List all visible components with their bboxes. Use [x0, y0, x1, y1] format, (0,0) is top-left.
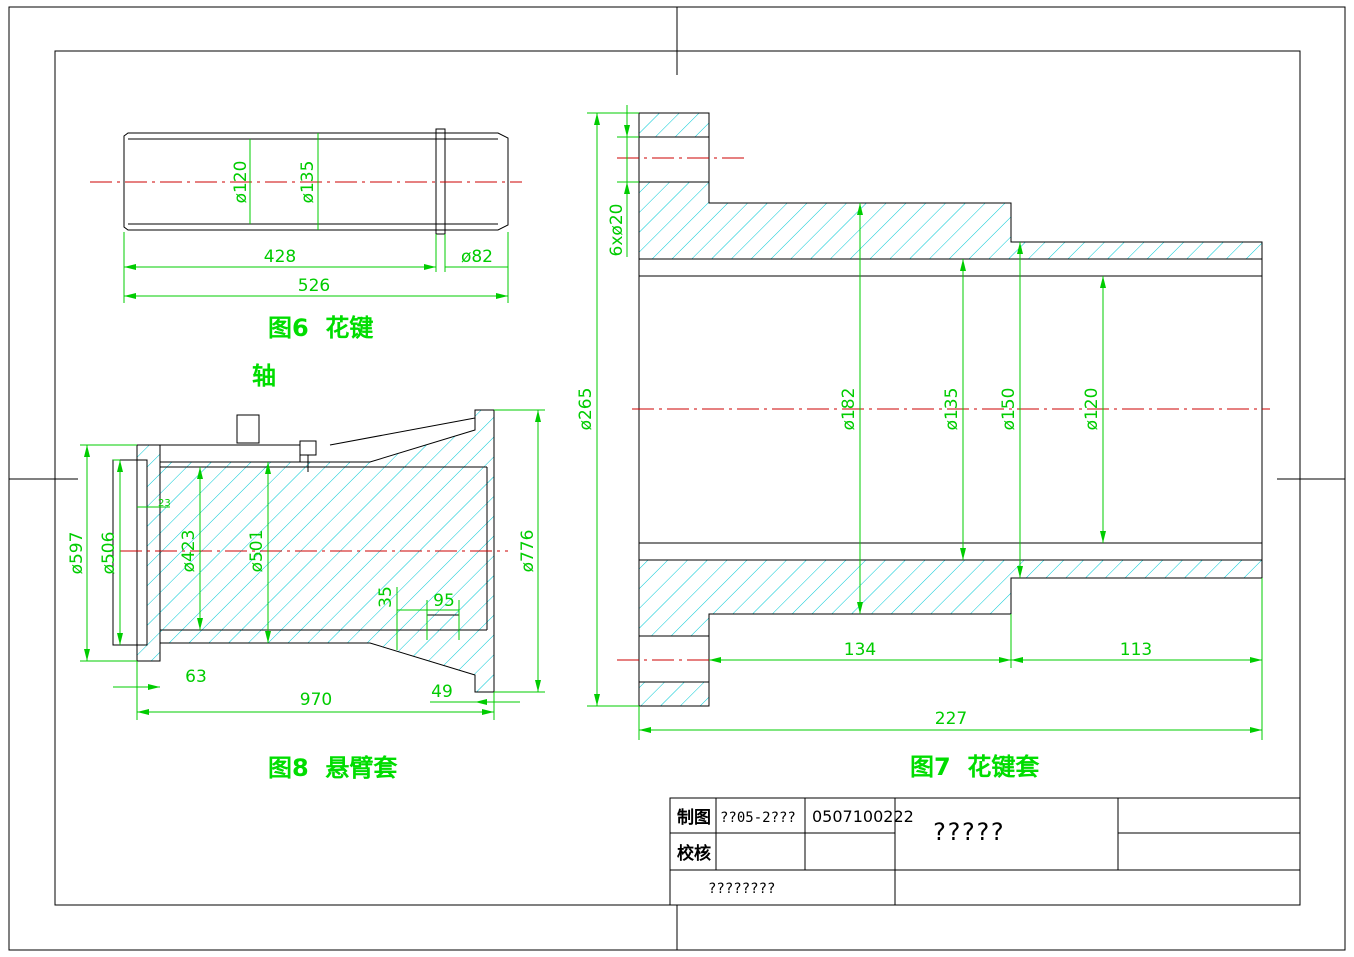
figure7-spline-sleeve: 6xø20 ø265 ø182 ø135 ø150 ø120 134 113 2…: [576, 105, 1270, 781]
tb-check-label: 校核: [677, 843, 711, 864]
fig7-dim-6xd20: 6xø20: [607, 204, 627, 257]
fig7-caption: 图7 花键套: [910, 753, 1040, 781]
fig6-caption: 图6 花键: [268, 314, 373, 342]
fig6-dim-d82: ø82: [461, 247, 493, 267]
tb-title-main: ?????: [932, 818, 1004, 846]
fig8-dim-d501: ø501: [247, 530, 267, 573]
fig7-dim-d135: ø135: [942, 388, 962, 431]
fig7-dim-d150: ø150: [999, 388, 1019, 431]
fig8-dim-63: 63: [185, 667, 207, 687]
fig7-dim-d120: ø120: [1082, 388, 1102, 431]
tb-code: 0507100222: [812, 807, 914, 826]
fig8-dim-d597: ø597: [67, 532, 87, 575]
fig7-dim-113: 113: [1120, 640, 1152, 660]
fig8-dim-d423: ø423: [179, 530, 199, 573]
title-block: 制图 ??05-2??? 0507100222 校核 ????? ???????…: [669, 797, 1301, 906]
tb-bottom-left: ????????: [708, 881, 775, 897]
fig8-dim-970: 970: [300, 690, 332, 710]
tb-drawn-value: ??05-2???: [720, 810, 796, 826]
figure8-cantilever-sleeve: ø597 ø506 23 ø423 ø501 ø776 35 95 63 970…: [67, 409, 545, 782]
fig6-dim-526: 526: [298, 276, 330, 296]
fig8-dim-49: 49: [431, 682, 453, 702]
fig8-dim-23: 23: [158, 498, 171, 509]
fig7-dim-d265: ø265: [576, 388, 596, 431]
fig7-dim-134: 134: [844, 640, 876, 660]
fig7-dim-d182: ø182: [839, 388, 859, 431]
fig8-dim-95: 95: [433, 591, 455, 611]
fig8-caption: 图8 悬臂套: [268, 754, 398, 782]
tb-drawn-label: 制图: [677, 807, 711, 828]
fig7-dim-227: 227: [935, 709, 967, 729]
fig6-caption-line2: 轴: [252, 362, 276, 390]
fig8-dim-35: 35: [376, 586, 396, 608]
fig6-dim-428: 428: [264, 247, 296, 267]
fig6-dim-d135: ø135: [298, 161, 318, 204]
figure6-spline-shaft: ø120 ø135 428 ø82 526 图6 花键 轴: [90, 128, 522, 390]
fig8-dim-d776: ø776: [518, 530, 538, 573]
fig8-dim-d506: ø506: [99, 532, 119, 575]
fig6-dim-d120: ø120: [231, 161, 251, 204]
